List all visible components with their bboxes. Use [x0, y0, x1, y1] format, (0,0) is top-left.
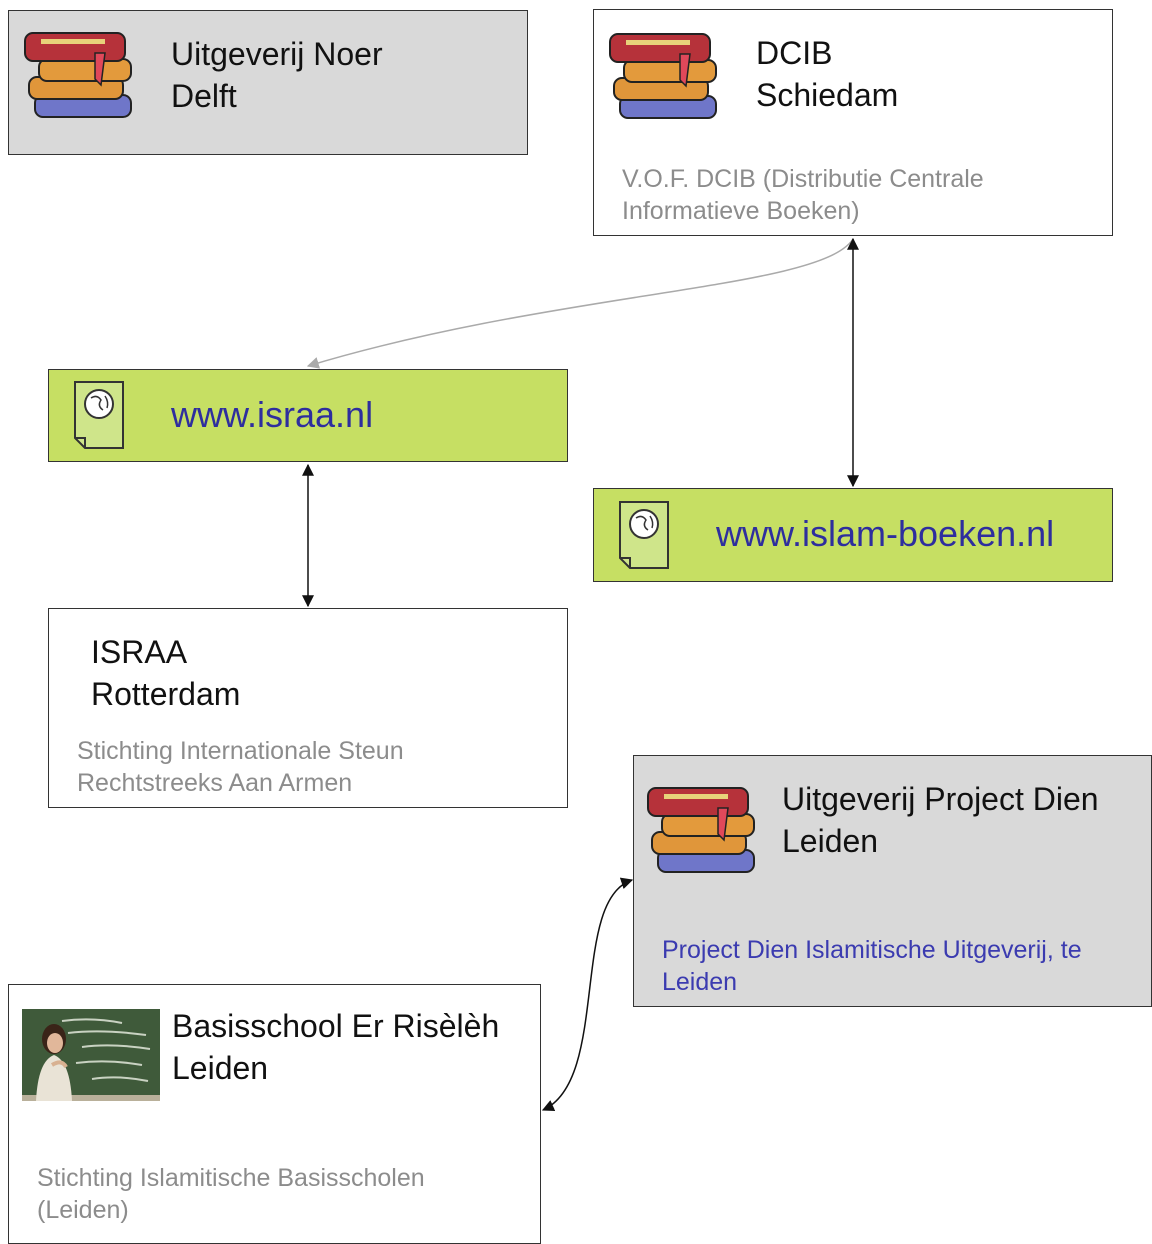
node-description-line: Stichting Internationale Steun [77, 737, 404, 765]
node-description-line: Stichting Islamitische Basisscholen [37, 1164, 425, 1192]
node-israa[interactable]: ISRAA Rotterdam Stichting Internationale… [48, 608, 568, 808]
node-location: Leiden [782, 823, 879, 859]
website-url[interactable]: www.israa.nl [171, 394, 374, 435]
node-description-line: V.O.F. DCIB (Distributie Centrale [622, 165, 984, 193]
node-location: Rotterdam [91, 676, 241, 712]
node-description-line: Project Dien Islamitische Uitgeverij, te [662, 936, 1082, 964]
node-description-line: Leiden [662, 968, 738, 996]
node-israa-website[interactable]: www.israa.nl [48, 369, 568, 462]
node-location: Leiden [172, 1050, 269, 1086]
node-title: DCIB [756, 35, 833, 71]
node-description-line: (Leiden) [37, 1196, 129, 1224]
node-islam-boeken-website[interactable]: www.islam-boeken.nl [593, 488, 1113, 582]
node-location: Schiedam [756, 77, 899, 113]
books-icon [24, 32, 132, 118]
node-description-line: Informatieve Boeken) [622, 197, 860, 225]
node-description-line: Rechtstreeks Aan Armen [77, 769, 353, 797]
books-icon [647, 787, 755, 873]
node-location: Delft [171, 78, 237, 114]
node-title: Uitgeverij Noer [171, 36, 383, 72]
node-uitgeverij-project-dien[interactable]: Uitgeverij Project Dien Leiden Project D… [633, 755, 1152, 1007]
node-basisschool-er-riseleh[interactable]: Basisschool Er Risèlèh Leiden Stichting … [8, 984, 541, 1244]
connector-dcib-to-israa-web [306, 238, 854, 369]
teacher-photo-icon [22, 1009, 160, 1101]
web-page-globe-icon [74, 381, 124, 449]
website-url[interactable]: www.islam-boeken.nl [716, 513, 1055, 554]
node-dcib[interactable]: DCIB Schiedam V.O.F. DCIB (Distributie C… [593, 9, 1113, 236]
books-icon [609, 33, 717, 119]
node-title: Basisschool Er Risèlèh [172, 1008, 500, 1044]
web-page-globe-icon [619, 501, 669, 569]
node-title: Uitgeverij Project Dien [782, 781, 1099, 817]
node-title: ISRAA [91, 634, 188, 670]
node-uitgeverij-noer[interactable]: Uitgeverij Noer Delft [8, 10, 528, 155]
connector-dien-school [541, 877, 634, 1112]
